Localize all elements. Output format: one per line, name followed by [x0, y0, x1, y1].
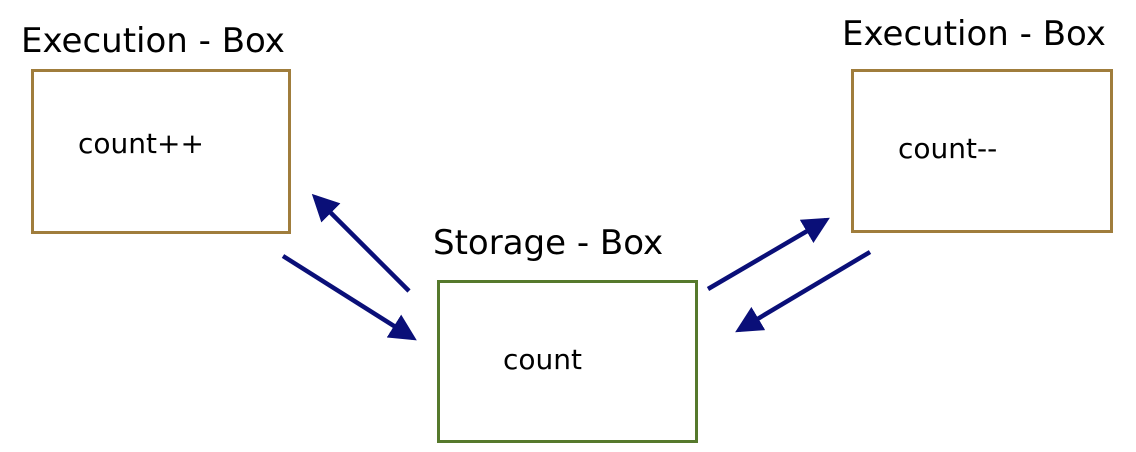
- storage-box-content: count: [503, 343, 582, 376]
- left-execution-box-title: Execution - Box: [21, 21, 285, 61]
- left-execution-box: count++: [31, 69, 291, 234]
- left-execution-box-content: count++: [78, 127, 204, 160]
- arrow-left-execution-to-storage: [281, 254, 417, 341]
- right-execution-box-title: Execution - Box: [842, 14, 1106, 54]
- storage-box: count: [437, 280, 698, 443]
- right-execution-box-content: count--: [898, 132, 998, 165]
- right-execution-box: count--: [851, 69, 1113, 233]
- storage-box-title: Storage - Box: [433, 223, 664, 263]
- arrow-storage-to-left-execution: [311, 193, 411, 293]
- arrow-right-execution-to-storage: [735, 250, 872, 333]
- arrow-storage-to-right-execution: [706, 217, 830, 291]
